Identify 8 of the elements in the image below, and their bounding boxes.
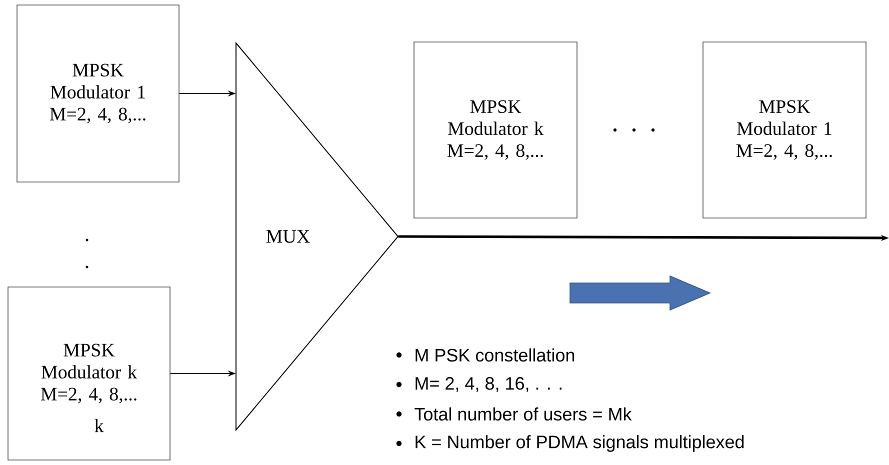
modulator-box: MPSK Modulator k M=2, 4, 8,... k xyxy=(8,286,170,460)
modulator-box: MPSK Modulator 1 M=2, 4, 8,... xyxy=(702,42,866,218)
bullet-item: M= 2, 4, 8, 16, . . . xyxy=(416,377,562,392)
modulator-box: MPSK Modulator 1 M=2, 4, 8,... xyxy=(16,4,180,182)
modulator-box: MPSK Modulator k M=2, 4, 8,... xyxy=(414,42,578,218)
bullet-item: Total number of users = Mk xyxy=(414,407,632,421)
bullet-item: K = Number of PDMA signals multiplexed xyxy=(416,435,744,452)
bullet-item: M PSK constellation xyxy=(416,348,574,362)
